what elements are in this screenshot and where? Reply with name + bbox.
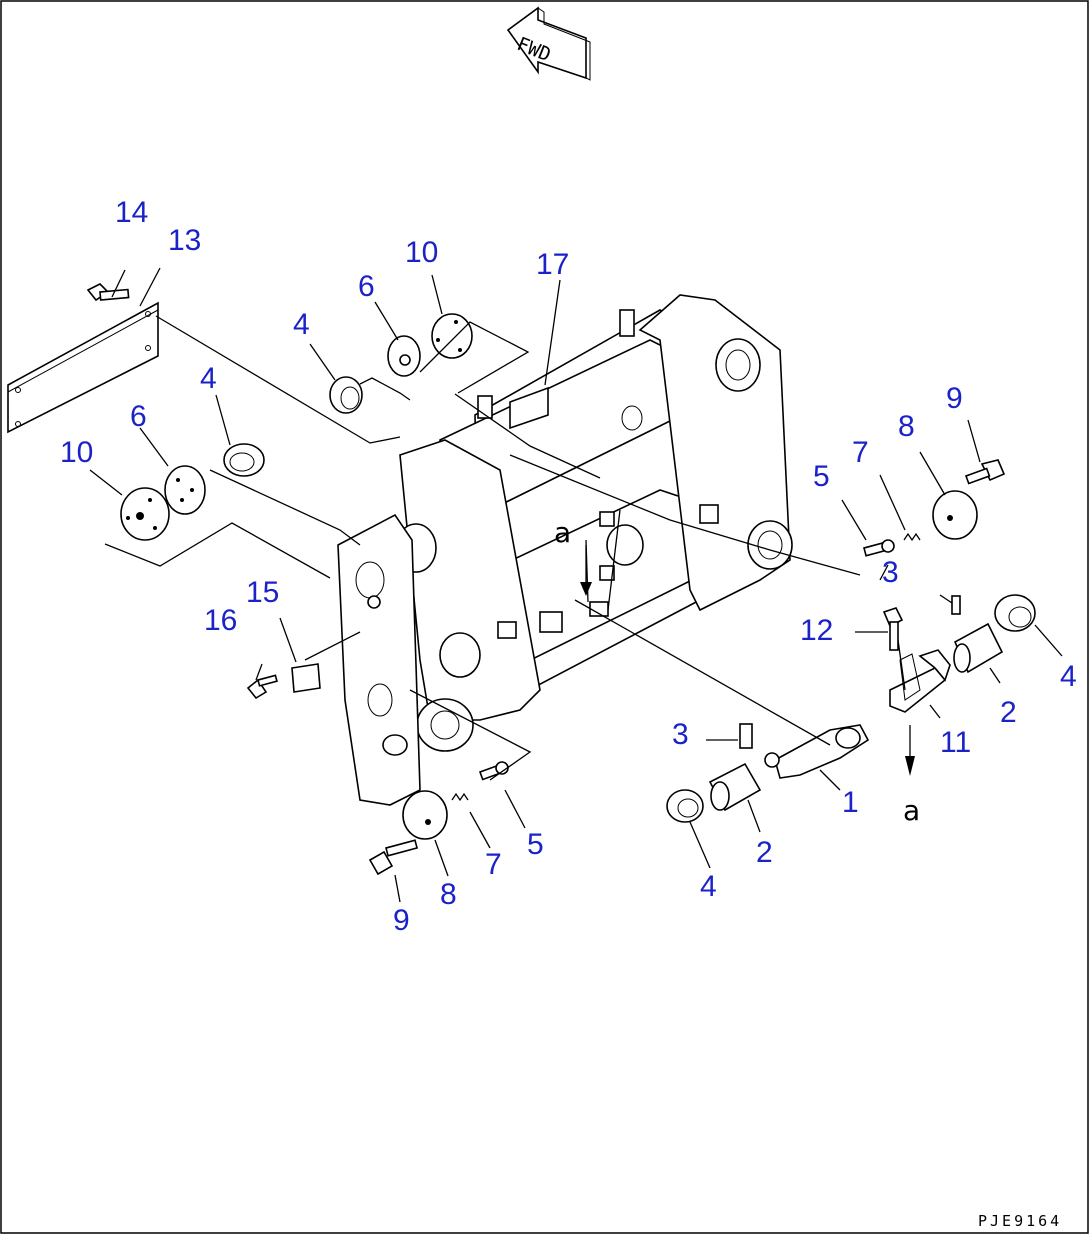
spring-7-lower-part [451,792,469,802]
reference-arrow-upper-icon [580,545,592,596]
bushing-4-right-part [994,594,1036,632]
callout-10-left: 10 [60,436,93,469]
plate-10-upper-part [431,313,473,359]
plate-part [7,301,159,434]
callout-6-upper: 6 [358,270,375,303]
pin-3-right-part [951,595,961,615]
callout-4-right: 4 [1060,660,1077,693]
callout-9-lower: 9 [393,904,410,937]
callout-5-lower: 5 [527,828,544,861]
pin-5-right-part [863,539,895,557]
washer-6-upper-part [387,335,421,377]
callout-17: 17 [536,248,569,281]
plate-8-lower-part [402,790,448,840]
callout-4-lower: 4 [700,870,717,903]
washer-6-left-part [164,465,206,515]
callout-12: 12 [800,614,833,647]
bolt-14-part [86,283,130,302]
plate-8-right-part [932,490,978,540]
callout-3-lower: 3 [672,718,689,751]
bolt-9-lower-part [368,839,419,876]
spring-7-right-part [903,532,921,542]
callout-4-left: 4 [200,362,217,395]
callout-7-lower: 7 [485,848,502,881]
callout-7-right: 7 [852,436,869,469]
callout-6-left: 6 [130,400,147,433]
plate-10-left-part [120,487,170,541]
bolt-12-part [882,607,904,651]
fwd-arrow-icon: FWD [506,6,591,81]
callout-13: 13 [168,224,201,257]
callout-5-right: 5 [813,460,830,493]
cylinder-1-part [764,724,870,779]
callout-1: 1 [842,786,859,819]
pin-3-lower-part [739,723,753,749]
bushing-4-upper-part [329,376,363,414]
callout-8-right: 8 [898,410,915,443]
bushing-4-lower-part [666,789,704,823]
callout-9-right: 9 [946,382,963,415]
callout-8-lower: 8 [440,878,457,911]
assembly-guide-lines [89,267,1063,903]
label-15-part [291,663,321,693]
callout-16: 16 [204,604,237,637]
callout-10-upper: 10 [405,236,438,269]
reference-arrow-lower-icon [905,756,915,776]
callout-14: 14 [115,196,148,229]
pin-2-lower-part [708,762,762,812]
pin-2-right-part [953,622,1004,674]
callout-3-right: 3 [882,556,899,589]
bolt-16-part [246,674,278,700]
callout-4-upper: 4 [293,308,310,341]
bracket-11-part [889,649,951,713]
callout-15: 15 [246,576,279,609]
callout-2-right: 2 [1000,696,1017,729]
bolt-9-right-part [964,459,1006,485]
main-frame-part [337,294,793,806]
reference-mark-a-lower: a [903,794,920,827]
bushing-4-left-part [223,443,265,477]
reference-mark-a-upper: a [554,516,571,549]
callout-11: 11 [940,726,971,759]
pin-5-lower-part [478,761,509,781]
drawing-id: PJE9164 [978,1212,1062,1230]
callout-2-lower: 2 [756,836,773,869]
